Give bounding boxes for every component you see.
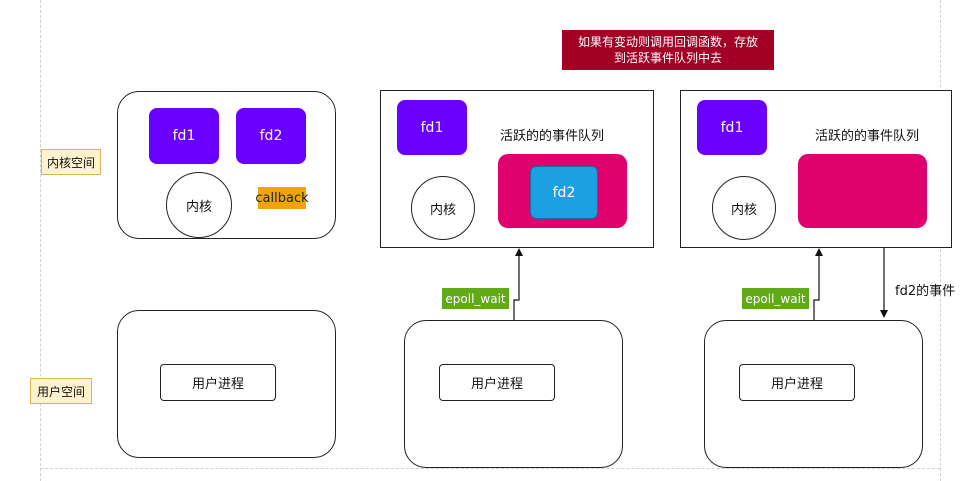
user-space-label: 用户空间 — [30, 378, 92, 404]
fd1-block-2: fd1 — [397, 100, 467, 155]
fd1-block-3: fd1 — [697, 100, 767, 155]
kernel-circle-2: 内核 — [411, 176, 475, 240]
active-queue-title-3: 活跃的的事件队列 — [815, 129, 920, 144]
fd1-block: fd1 — [149, 108, 219, 164]
kernel-circle: 内核 — [166, 172, 232, 238]
epoll-wait-arrow-2 — [513, 248, 523, 320]
fd2-block: fd2 — [236, 108, 306, 164]
kernel-circle-3: 内核 — [712, 176, 776, 240]
active-event-queue-3 — [798, 154, 927, 228]
callback-note: 如果有变动则调用回调函数，存放 到活跃事件队列中去 — [562, 30, 774, 70]
callback-note-line2: 到活跃事件队列中去 — [613, 51, 722, 65]
epoll-wait-label-3: epoll_wait — [742, 288, 809, 309]
guide-line-left — [40, 0, 41, 481]
active-queue-title-2: 活跃的的事件队列 — [500, 129, 605, 144]
user-process-2: 用户进程 — [439, 364, 555, 401]
callback-box: callback — [255, 187, 309, 209]
fd2-event-label: fd2的事件 — [895, 284, 956, 299]
fd2-in-queue: fd2 — [530, 166, 598, 219]
kernel-space-label: 内核空间 — [41, 149, 101, 175]
epoll-wait-label-2: epoll_wait — [442, 288, 509, 309]
user-process-3: 用户进程 — [739, 364, 855, 401]
callback-note-line1: 如果有变动则调用回调函数，存放 — [577, 35, 758, 49]
user-process-1: 用户进程 — [160, 364, 276, 401]
guide-line-bottom — [40, 468, 940, 469]
epoll-wait-arrow-3 — [813, 248, 823, 320]
